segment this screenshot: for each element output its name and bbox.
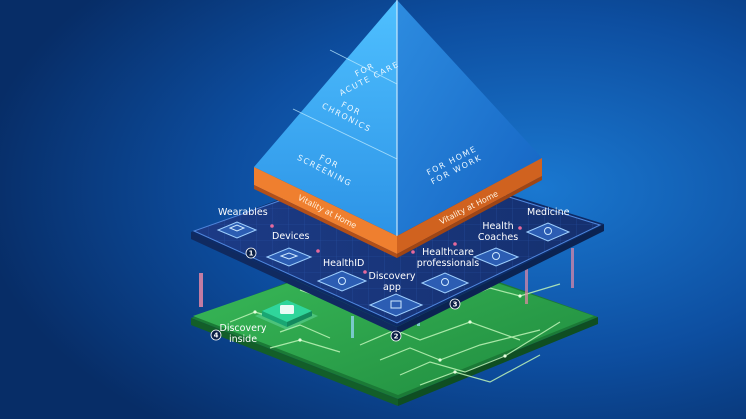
pyramid-left-face bbox=[254, 0, 397, 236]
marker-4: 4 bbox=[210, 329, 222, 341]
device-icon bbox=[279, 252, 299, 260]
coach-icon bbox=[492, 252, 500, 260]
tile-devices bbox=[265, 247, 313, 267]
tile-health-coaches bbox=[472, 247, 520, 267]
label-healthid: HealthID bbox=[323, 258, 364, 269]
tile-wearables bbox=[216, 221, 258, 239]
tile-healthid bbox=[316, 270, 368, 292]
svg-text:1: 1 bbox=[249, 250, 254, 258]
label-wearables: Wearables bbox=[218, 207, 268, 218]
marker-3: 3 bbox=[449, 298, 461, 310]
pyramid bbox=[254, 0, 542, 258]
tile-healthcare-professionals bbox=[420, 272, 470, 294]
band-left bbox=[254, 167, 397, 254]
pyramid-right-face bbox=[397, 0, 542, 236]
label-devices: Devices bbox=[272, 231, 309, 242]
band-right bbox=[397, 158, 542, 254]
svg-text:4: 4 bbox=[214, 332, 219, 340]
svg-text:2: 2 bbox=[394, 333, 399, 341]
pill-icon bbox=[544, 227, 552, 235]
app-icon bbox=[390, 300, 402, 309]
doctor-icon bbox=[441, 278, 449, 286]
label-medicine: Medicine bbox=[527, 207, 570, 218]
chip-logo-icon bbox=[280, 305, 294, 314]
tile-medicine bbox=[525, 222, 571, 242]
tile-discovery-app bbox=[368, 293, 424, 317]
watch-icon bbox=[228, 224, 246, 232]
marker-2: 2 bbox=[390, 330, 402, 342]
id-icon bbox=[338, 277, 346, 285]
discovery-chip bbox=[255, 300, 318, 330]
marker-1: 1 bbox=[245, 247, 257, 259]
svg-text:3: 3 bbox=[453, 301, 458, 309]
